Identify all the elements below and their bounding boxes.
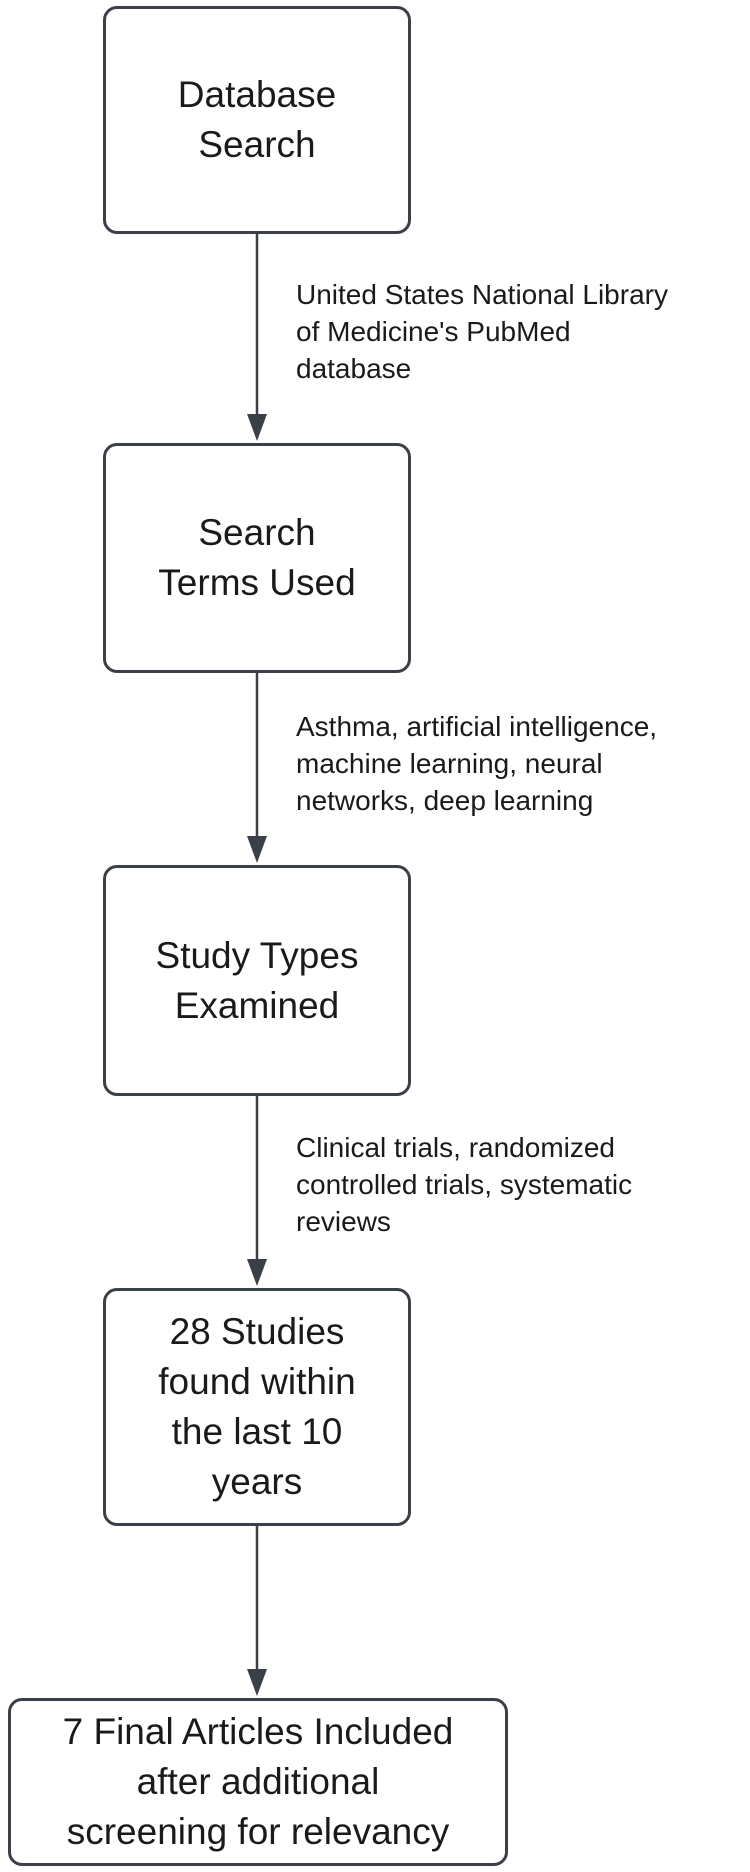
node-search-terms: Search Terms Used xyxy=(103,443,411,673)
arrow-4-head xyxy=(247,1669,267,1696)
arrow-3 xyxy=(247,1096,267,1286)
arrow-1 xyxy=(247,234,267,441)
arrow-2 xyxy=(247,673,267,863)
node-database-search: Database Search xyxy=(103,6,411,234)
edge-label-study-types: Clinical trials, randomized controlled t… xyxy=(296,1132,633,1237)
arrow-1-head xyxy=(247,414,267,441)
node-study-types: Study Types Examined xyxy=(103,865,411,1096)
arrow-2-head xyxy=(247,836,267,863)
edge-label-pubmed: United States National Library of Medici… xyxy=(296,279,668,384)
node-studies-found: 28 Studies found within the last 10 year… xyxy=(103,1288,411,1526)
arrow-3-head xyxy=(247,1259,267,1286)
arrow-4 xyxy=(247,1526,267,1696)
edge-label-search-terms: Asthma, artificial intelligence, machine… xyxy=(296,711,658,816)
node-final-articles: 7 Final Articles Included after addition… xyxy=(8,1698,508,1866)
